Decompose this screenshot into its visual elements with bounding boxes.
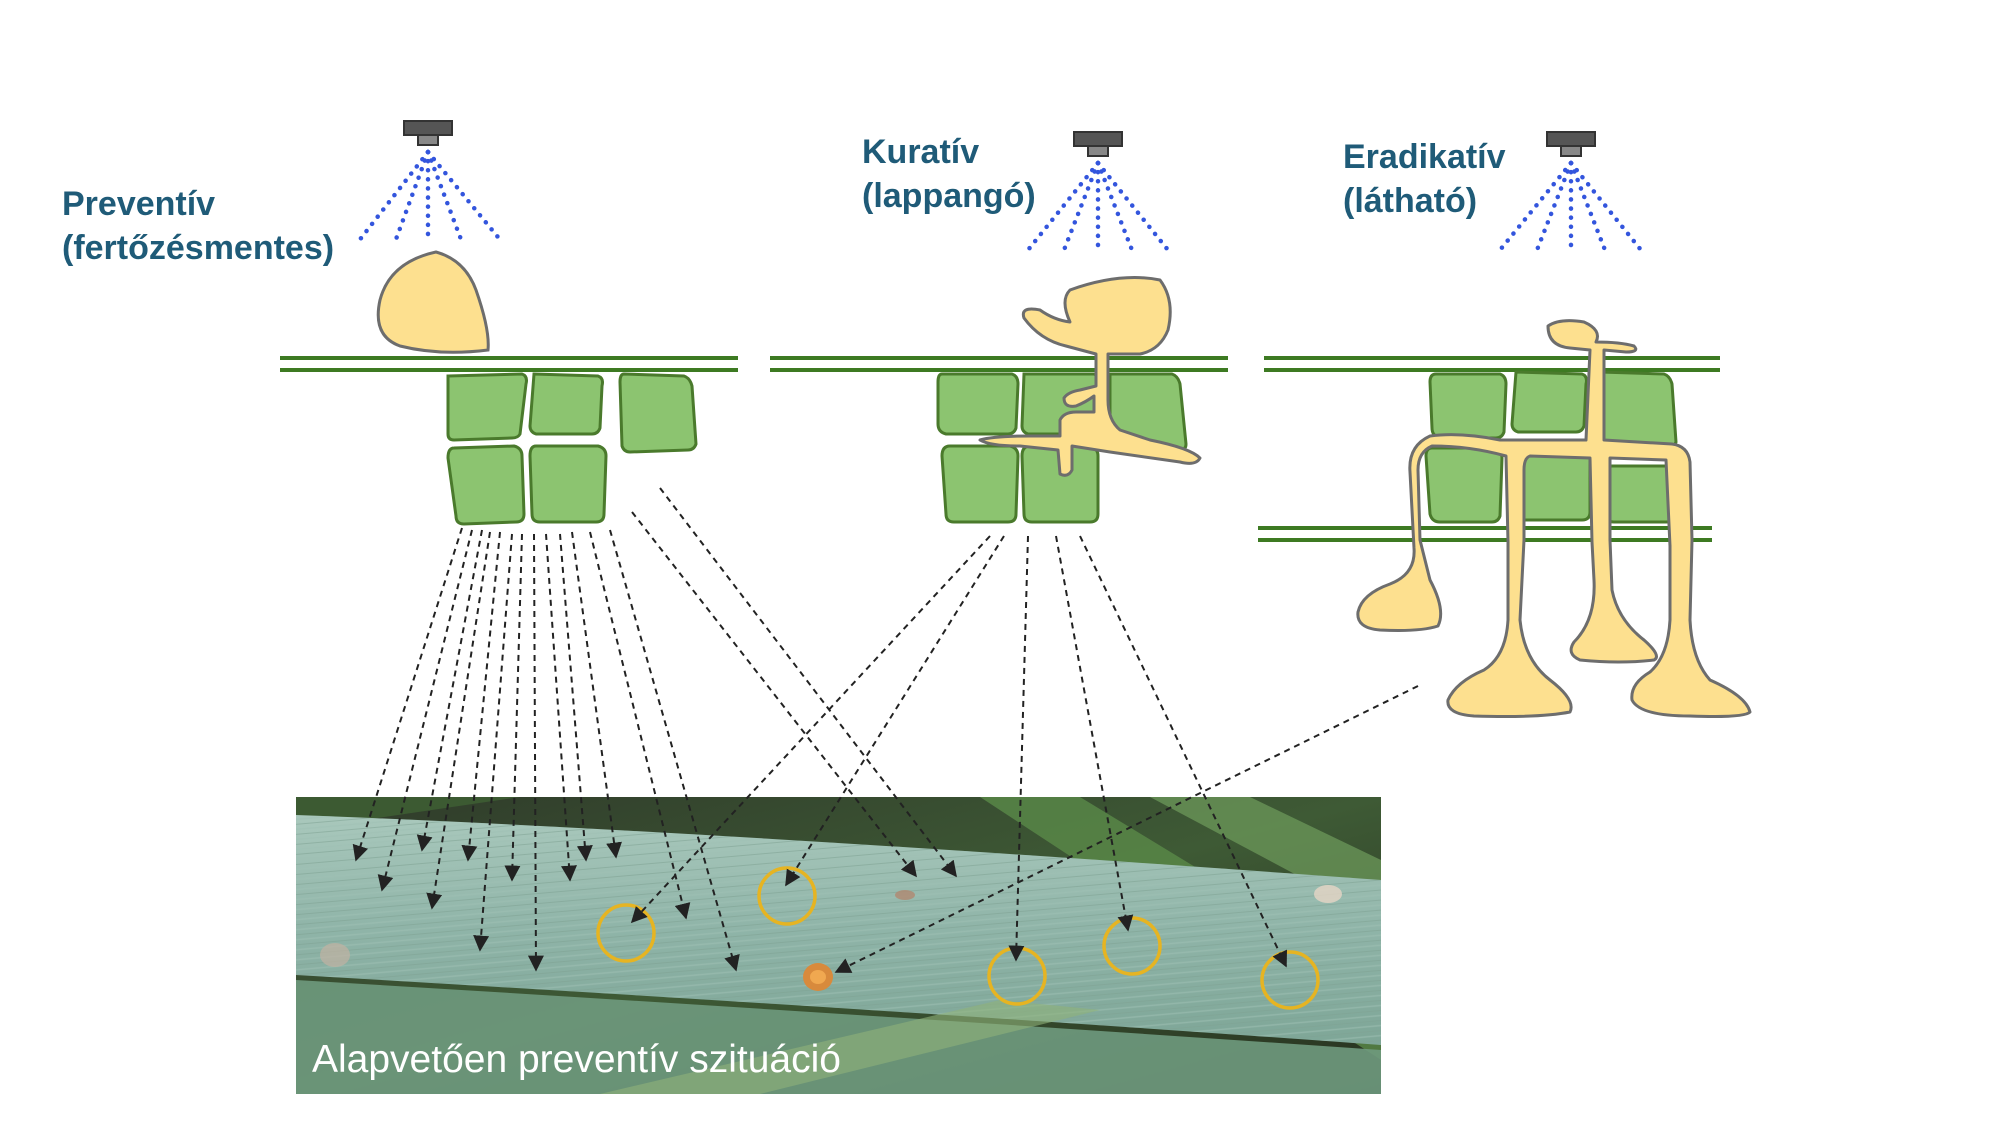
spray-nozzle-icon bbox=[403, 120, 453, 146]
spray-nozzle-icon bbox=[1546, 131, 1596, 157]
fungal-sporulation-eradicative bbox=[1356, 319, 1752, 718]
spray-nozzle-icon bbox=[1073, 131, 1123, 157]
photo-caption: Alapvetően preventív szituáció bbox=[312, 1038, 841, 1081]
plant-cells-curative bbox=[936, 372, 1188, 524]
plant-cells-eradicative bbox=[1424, 370, 1682, 524]
plant-cells-preventive bbox=[446, 372, 698, 526]
label-curative: Kuratív (lappangó) bbox=[862, 130, 1036, 218]
fungal-hypha-curative bbox=[978, 276, 1202, 477]
cuticle-lines bbox=[280, 356, 1720, 542]
infection-arrows bbox=[352, 487, 1419, 973]
label-eradicative-line2: (látható) bbox=[1343, 182, 1478, 220]
label-curative-line2: (lappangó) bbox=[862, 177, 1036, 215]
label-curative-line1: Kuratív bbox=[862, 133, 980, 171]
label-eradicative-line1: Eradikatív bbox=[1343, 138, 1506, 176]
label-preventive-line2: (fertőzésmentes) bbox=[62, 229, 335, 267]
label-preventive-line1: Preventív bbox=[62, 185, 216, 223]
label-eradicative: Eradikatív (látható) bbox=[1343, 135, 1506, 223]
spray-droplets bbox=[355, 149, 1644, 253]
label-preventive: Preventív (fertőzésmentes) bbox=[62, 182, 334, 270]
fungal-spore-preventive bbox=[376, 250, 490, 354]
